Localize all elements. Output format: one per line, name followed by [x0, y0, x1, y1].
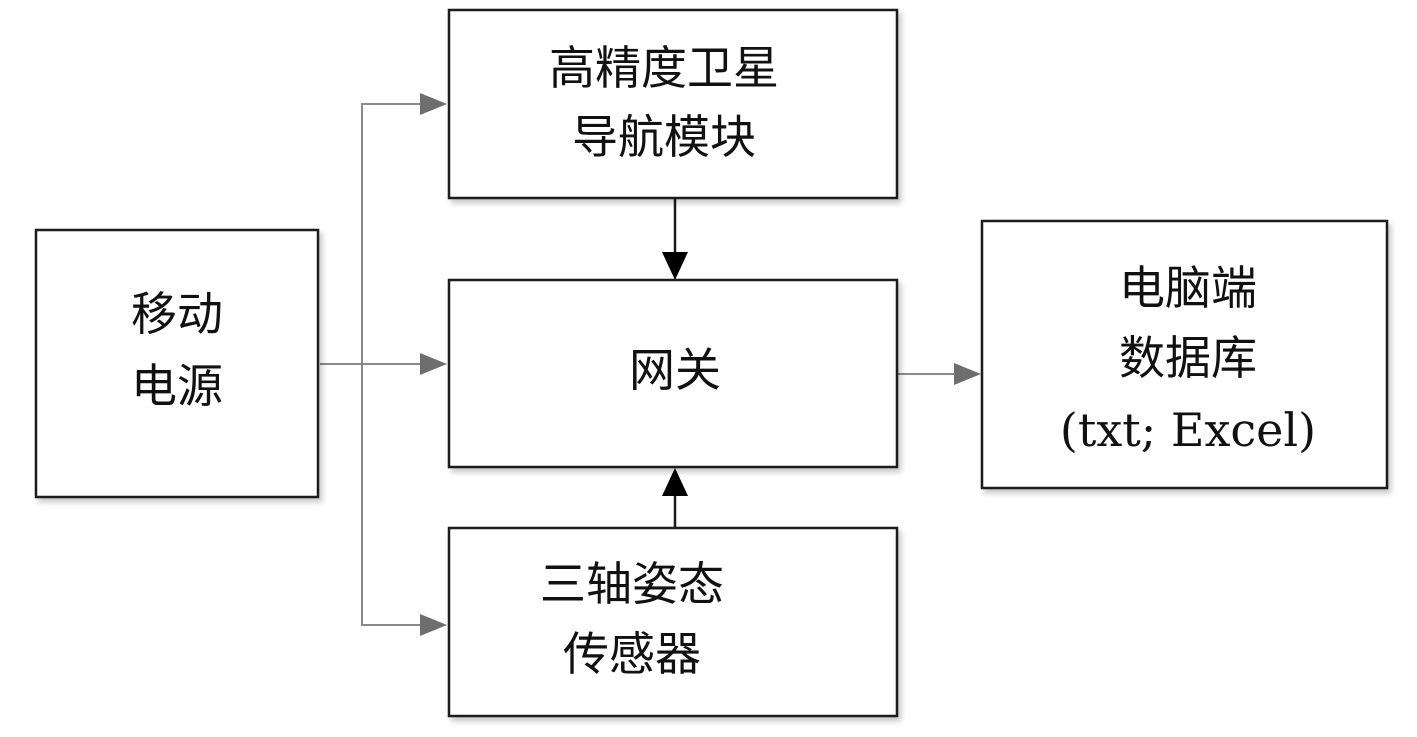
- node-gnss: 高精度卫星 导航模块: [447, 8, 899, 200]
- node-power-line-1: 移动: [131, 287, 223, 341]
- edge-power-to-gateway: [320, 353, 447, 375]
- edge-gnss-to-gateway: [662, 198, 688, 280]
- edge-power-to-imu: [361, 364, 447, 636]
- node-power: 移动 电源: [34, 228, 320, 499]
- node-database: 电脑端 数据库 (txt; Excel): [980, 219, 1389, 490]
- edge-imu-to-gateway: [662, 468, 688, 528]
- edge-power-to-gnss: [320, 93, 447, 365]
- node-database-line-3: (txt; Excel): [1060, 403, 1316, 457]
- node-imu: 三轴姿态 传感器: [447, 526, 899, 718]
- node-database-line-2: 数据库: [1119, 331, 1257, 385]
- node-gnss-line-2: 导航模块: [572, 110, 756, 164]
- node-imu-line-2: 传感器: [563, 627, 701, 681]
- node-gnss-line-1: 高精度卫星: [549, 41, 779, 95]
- node-database-line-1: 电脑端: [1119, 261, 1257, 315]
- node-gateway-line-1: 网关: [629, 343, 721, 397]
- node-gateway: 网关: [447, 278, 899, 469]
- node-power-line-2: 电源: [131, 359, 223, 413]
- edge-gateway-to-database: [898, 363, 981, 385]
- node-imu-line-1: 三轴姿态: [540, 557, 724, 611]
